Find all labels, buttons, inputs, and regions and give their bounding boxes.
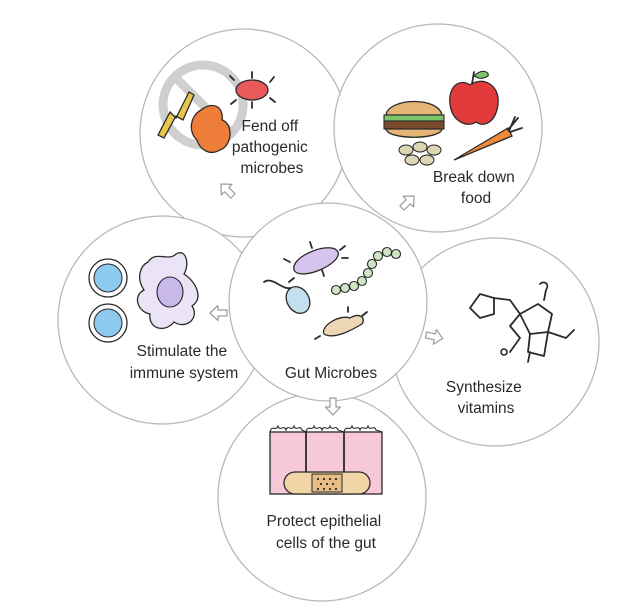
burger-icon <box>383 100 445 138</box>
synthesize-label: Synthesize vitamins <box>446 379 526 417</box>
immune-cell-icon <box>88 258 128 343</box>
arrow-to-synthesize <box>424 328 444 345</box>
arrow-to-break-down <box>399 195 415 211</box>
bandage-icon <box>283 471 371 495</box>
arrow-to-stimulate <box>209 304 228 322</box>
gut-microbes-label: Gut Microbes <box>285 365 377 382</box>
nuts-icon <box>398 141 442 166</box>
macrophage-icon <box>136 252 199 330</box>
carrot-icon <box>453 116 523 161</box>
microbes-icon <box>263 241 402 340</box>
bacteria-icon <box>157 71 276 154</box>
protect-circle <box>217 392 427 602</box>
stimulate-label: Stimulate the immune system <box>130 343 239 382</box>
fend-off-label: Fend off pathogenic microbes <box>232 118 312 177</box>
arrow-to-protect <box>324 397 342 416</box>
protect-label: Protect epithelial cells of the gut <box>267 513 386 552</box>
apple-icon <box>449 70 499 125</box>
arrow-to-fend-off <box>220 183 236 199</box>
vitamin-molecule-icon <box>469 281 575 363</box>
break-down-label: Break down food <box>433 169 519 207</box>
